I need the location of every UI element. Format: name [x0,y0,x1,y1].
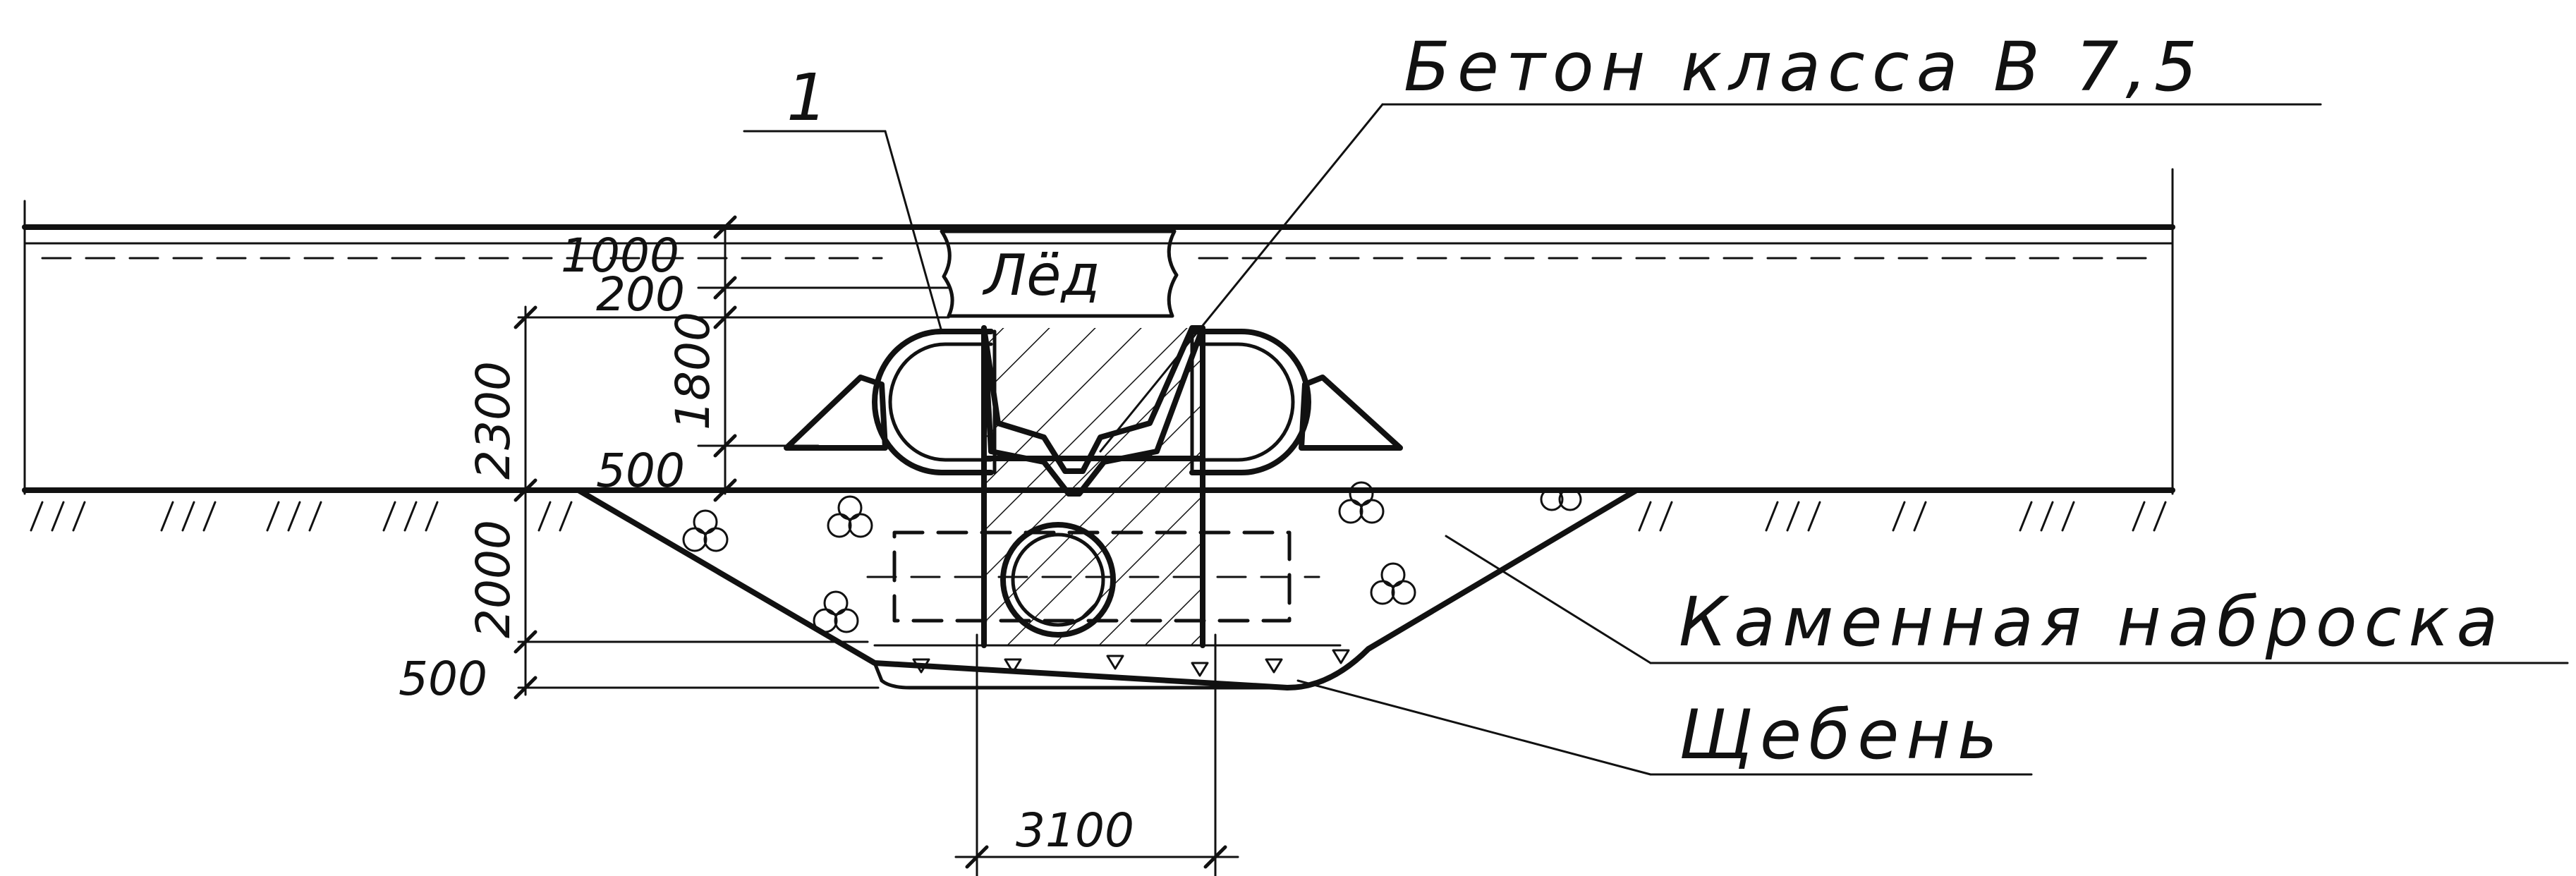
soil-hatching [30,501,2167,532]
item-1-label: 1 [786,60,828,135]
stone-fill-label: Каменная наброска [1679,583,2505,662]
dimension-lines [514,215,1239,876]
dim-2300: 2300 [466,361,521,480]
crushed-stone-label: Щебень [1679,695,2005,774]
right-wedge-block [1299,375,1403,451]
left-wedge-block [784,375,888,451]
dim-200: 200 [596,267,685,322]
dim-2000: 2000 [466,520,521,638]
right-weight-loop [1189,329,1311,475]
crushed-stone-symbols [912,649,1350,677]
dim-3100: 3100 [1016,803,1134,858]
dim-500-top: 500 [596,444,685,498]
stone-fill-symbols [682,481,1582,633]
left-weight-loop [872,329,997,475]
ice-block: Лёд [940,229,1179,318]
concrete-label: Бетон класса В 7,5 [1404,28,2204,107]
leader-lines [743,103,2569,776]
dim-1000: 1000 [561,229,679,283]
dim-1800: 1800 [666,312,720,430]
main-pipe [1000,522,1116,638]
ice-label: Лёд [982,243,1100,308]
dim-500-bottom: 500 [399,652,487,706]
concrete-block [981,325,1205,648]
water-surface [22,168,2175,495]
